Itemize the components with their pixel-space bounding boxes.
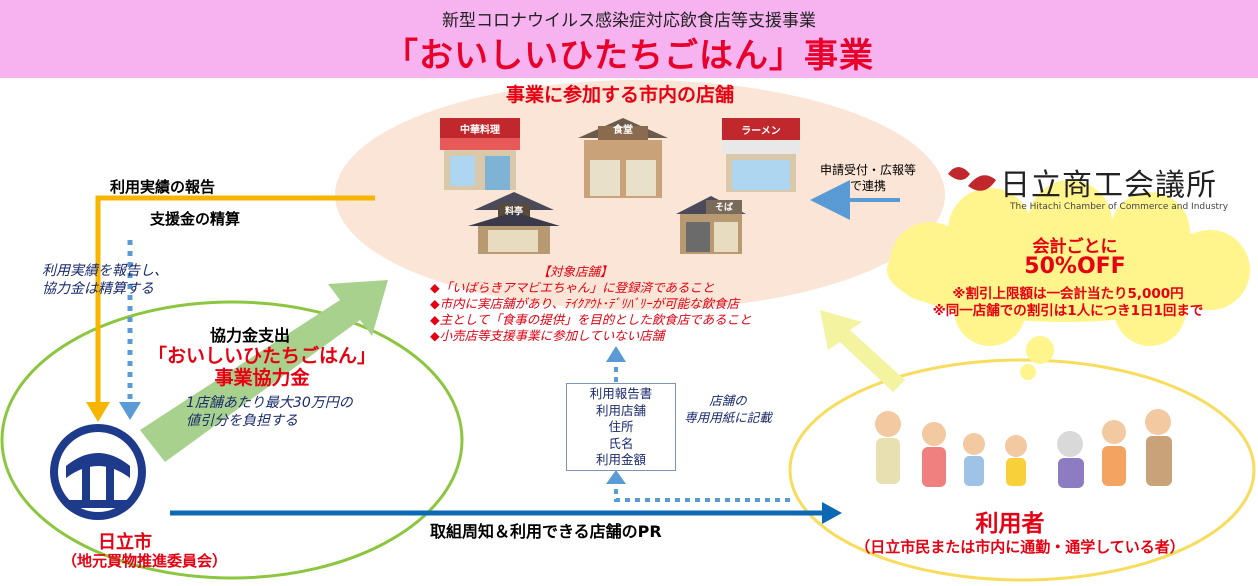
- target-criteria: 【対象店舗】 ◆「いばらきアマビエちゃん」に登録済であること ◆市内に実店舗があ…: [430, 264, 840, 344]
- coop-note: 1店舗あたり最大30万円の 値引分を負担する: [186, 394, 353, 430]
- chamber-name-en: The Hitachi Chamber of Commerce and Indu…: [1010, 202, 1229, 212]
- shop-ryotei: [468, 192, 560, 254]
- chamber-link-note: 申請受付・広報等 で連携: [798, 162, 938, 194]
- target-item: ◆小売店等支援事業に参加していない店舗: [430, 328, 665, 343]
- shop-soba: [676, 196, 746, 254]
- report-note-line: 協力金は精算する: [42, 281, 154, 297]
- users-title: 利用者: [975, 511, 1045, 537]
- shop-sign-ryotei: 料亭: [504, 207, 523, 217]
- target-item: ◆市内に実店舗があり、ﾃｲｸｱｳﾄ･ﾃﾞﾘﾊﾞﾘｰが可能な飲食店: [430, 296, 740, 311]
- chamber-name: 日立商工会議所: [1000, 168, 1217, 203]
- city-name: 日立市: [98, 532, 152, 553]
- chamber-link-line: 申請受付・広報等: [819, 163, 916, 177]
- coop-name-line: 「おいしいひたちごはん」: [148, 345, 377, 367]
- form-item: 利用金額: [595, 452, 646, 467]
- report-note: 利用実績を報告し、 協力金は精算する: [42, 262, 168, 298]
- target-title: 【対象店舗】: [537, 264, 613, 279]
- pr-label: 取組周知＆利用できる店舗のPR: [430, 522, 662, 541]
- form-item: 利用報告書: [589, 386, 653, 401]
- coop-name-line: 事業協力金: [214, 367, 310, 389]
- city-circle: [0, 300, 464, 580]
- header-banner: [0, 0, 1258, 78]
- shop-diner: [578, 118, 668, 198]
- discount-cloud: [887, 180, 1250, 380]
- form-item: 住所: [608, 419, 634, 434]
- coop-note-line: 値引分を負担する: [186, 413, 298, 429]
- shop-chinese: [440, 118, 520, 190]
- city-emblem-icon: [50, 424, 146, 520]
- target-item: ◆主として「食事の提供」を目的とした飲食店であること: [430, 312, 752, 327]
- shop-sign-soba: そば: [714, 203, 733, 213]
- form-item: 利用店舗: [595, 402, 646, 418]
- form-note-line: 店舗の: [709, 393, 747, 408]
- page-title: 「おいしいひたちごはん」事業: [384, 36, 874, 76]
- form-item: 氏名: [608, 435, 634, 451]
- users-circle: [788, 358, 1256, 582]
- stores-heading: 事業に参加する市内の店舗: [505, 84, 734, 106]
- shop-ramen: [722, 118, 800, 192]
- shop-sign-chinese: 中華料理: [460, 125, 500, 136]
- settle-label: 支援金の精算: [150, 210, 241, 228]
- form-note-line: 専用用紙に記載: [684, 410, 772, 425]
- header-subtitle: 新型コロナウイルス感染症対応飲食店等支援事業: [442, 11, 816, 31]
- discount-line2: 50%OFF: [1024, 254, 1126, 279]
- user-arrow: [820, 310, 905, 392]
- discount-note: ※同一店舗での割引は1人につき1日1回まで: [932, 303, 1204, 319]
- users-sub: （日立市民または市内に通勤・通学している者）: [855, 538, 1185, 556]
- coop-arrow: [140, 280, 388, 462]
- shop-sign-diner: 食堂: [613, 125, 633, 136]
- chamber-logo-icon: [948, 167, 996, 191]
- discount-note: ※割引上限額は一会計当たり5,000円: [952, 286, 1184, 302]
- chamber-link-line: で連携: [849, 179, 886, 193]
- city-sub: （地元買物推進委員会）: [62, 552, 228, 570]
- people-illustration: [875, 409, 1172, 488]
- coop-name: 「おいしいひたちごはん」 事業協力金: [148, 345, 376, 389]
- shop-sign-ramen: ラーメン: [741, 126, 781, 137]
- report-form-box: 利用報告書 利用店舗 住所 氏名 利用金額: [566, 383, 676, 471]
- report-label: 利用実績の報告: [110, 178, 216, 196]
- coop-head: 協力金支出: [210, 326, 291, 345]
- target-item: ◆「いばらきアマビエちゃん」に登録済であること: [430, 280, 715, 295]
- report-arrow: [95, 195, 375, 405]
- coop-note-line: 1店舗あたり最大30万円の: [186, 395, 353, 411]
- discount-line1: 会計ごとに: [1032, 237, 1118, 257]
- form-dotted-arrow: [614, 480, 790, 502]
- form-note: 店舗の 専用用紙に記載: [668, 392, 788, 426]
- discount-notes: ※割引上限額は一会計当たり5,000円 ※同一店舗での割引は1人につき1日1回ま…: [888, 286, 1248, 320]
- report-note-line: 利用実績を報告し、: [42, 263, 168, 279]
